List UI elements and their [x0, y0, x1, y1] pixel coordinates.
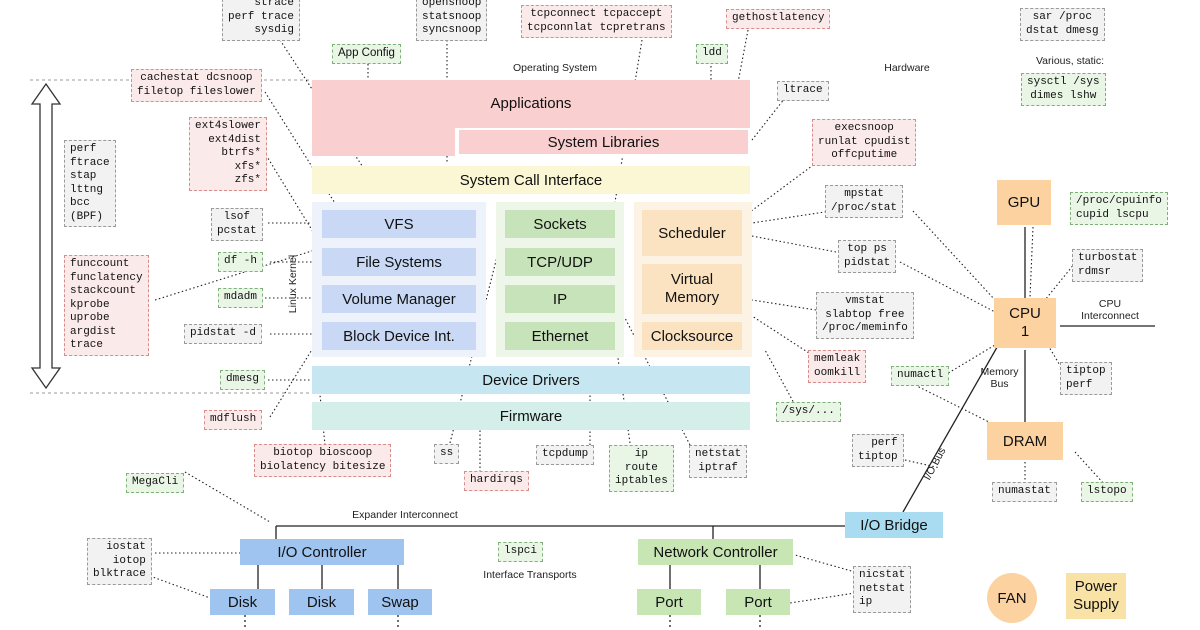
device-drivers-block: Device Drivers	[312, 366, 750, 394]
kernel-span-arrow	[30, 82, 62, 390]
file-systems-block: File Systems	[322, 248, 476, 276]
scheduler-block: Scheduler	[642, 210, 742, 256]
io-bridge-block: I/O Bridge	[845, 512, 943, 538]
tool-opensnoop: opensnoop statsnoop syncsnoop	[416, 0, 488, 41]
operating-system-label: Operating System	[512, 62, 598, 74]
tool-tcpdump: tcpdump	[536, 445, 595, 465]
fan-label: FAN	[997, 589, 1027, 607]
tool-gethostlatency: gethostlatency	[726, 9, 831, 29]
tool-biotop: biotop bioscoop biolatency bitesize	[254, 444, 392, 477]
tool-app-config: App Config	[332, 44, 401, 64]
tool-lspci: lspci	[498, 542, 544, 562]
tool-dmesg: dmesg	[220, 370, 266, 390]
cpu-block: CPU 1	[994, 298, 1056, 348]
volume-manager-block: Volume Manager	[322, 285, 476, 313]
tool-proc-cpuinfo: /proc/cpuinfo cupid lscpu	[1070, 192, 1168, 225]
clocksource-block: Clocksource	[642, 322, 742, 350]
interface-transports-label: Interface Transports	[483, 569, 577, 581]
tool-lsof: lsof pcstat	[211, 208, 263, 241]
tool-strace: strace perf trace sysdig	[222, 0, 301, 41]
tool-mpstat: mpstat /proc/stat	[825, 185, 904, 218]
tool-top: top ps pidstat	[838, 240, 897, 273]
tool-perf-tiptop: perf tiptop	[852, 434, 904, 467]
tool-lstopo: lstopo	[1081, 482, 1133, 502]
tool-sar: sar /proc dstat dmesg	[1020, 8, 1105, 41]
tool-funccount: funccount funclatency stackcount kprobe …	[64, 255, 149, 356]
expander-interconnect-label: Expander Interconnect	[352, 509, 458, 521]
various-static-label: Various, static:	[1035, 55, 1105, 67]
network-controller-block: Network Controller	[638, 539, 793, 565]
tool-cachestat: cachestat dcsnoop filetop fileslower	[131, 69, 262, 102]
memory-bus-label: Memory Bus	[980, 366, 1019, 390]
system-call-interface-block: System Call Interface	[312, 166, 750, 194]
port-block-1: Port	[637, 589, 701, 615]
tool-mdflush: mdflush	[204, 410, 263, 430]
io-controller-block: I/O Controller	[240, 539, 404, 565]
power-supply-block: Power Supply	[1066, 573, 1126, 619]
tool-numastat: numastat	[992, 482, 1057, 502]
tool-ltrace: ltrace	[777, 81, 829, 101]
tool-mdadm: mdadm	[218, 288, 264, 308]
tool-iostat: iostat iotop blktrace	[87, 538, 152, 585]
tool-memleak: memleak oomkill	[808, 350, 867, 383]
tool-nicstat: nicstat netstat ip	[853, 566, 912, 613]
tool-turbostat: turbostat rdmsr	[1072, 249, 1144, 282]
tool-numactl: numactl	[891, 366, 950, 386]
tool-hardirqs: hardirqs	[464, 471, 529, 491]
tool-ext4slower: ext4slower ext4dist btrfs* xfs* zfs*	[189, 117, 268, 191]
tool-sys: /sys/...	[776, 402, 841, 422]
virtual-memory-block: Virtual Memory	[642, 264, 742, 314]
tool-sysctl: sysctl /sys dimes lshw	[1021, 73, 1106, 106]
disk-block-1: Disk	[210, 589, 275, 615]
gpu-block: GPU	[997, 180, 1051, 225]
tool-df: df -h	[218, 252, 264, 272]
tool-pidstat-d: pidstat -d	[184, 324, 263, 344]
tool-perf-list: perf ftrace stap lttng bcc (BPF)	[64, 140, 116, 227]
firmware-block: Firmware	[312, 402, 750, 430]
tool-vmstat: vmstat slabtop free /proc/meminfo	[816, 292, 914, 339]
system-libraries-block: System Libraries	[312, 126, 750, 156]
linux-kernel-label: Linux Kernel	[287, 254, 299, 314]
dram-block: DRAM	[987, 422, 1063, 460]
tool-megacli: MegaCli	[126, 473, 185, 493]
tool-netstat: netstat iptraf	[689, 445, 748, 478]
ethernet-block: Ethernet	[505, 322, 615, 350]
tool-tcpconnect: tcpconnect tcpaccept tcpconnlat tcpretra…	[521, 5, 672, 38]
system-libraries-label: System Libraries	[459, 130, 748, 154]
port-block-2: Port	[726, 589, 790, 615]
tool-ldd: ldd	[696, 44, 728, 64]
disk-block-2: Disk	[289, 589, 354, 615]
cpu-interconnect-label: CPU Interconnect	[1081, 298, 1139, 322]
fan-circle	[987, 573, 1037, 623]
ip-block: IP	[505, 285, 615, 313]
hardware-label: Hardware	[884, 62, 930, 74]
swap-block: Swap	[368, 589, 432, 615]
tool-tiptop-perf: tiptop perf	[1060, 362, 1112, 395]
sockets-block: Sockets	[505, 210, 615, 238]
applications-block: Applications	[312, 80, 750, 126]
tcp-udp-block: TCP/UDP	[505, 248, 615, 276]
tool-ip-route: ip route iptables	[609, 445, 674, 492]
vfs-block: VFS	[322, 210, 476, 238]
tool-execsnoop: execsnoop runlat cpudist offcputime	[812, 119, 917, 166]
block-device-block: Block Device Int.	[322, 322, 476, 350]
tool-ss: ss	[434, 444, 460, 464]
